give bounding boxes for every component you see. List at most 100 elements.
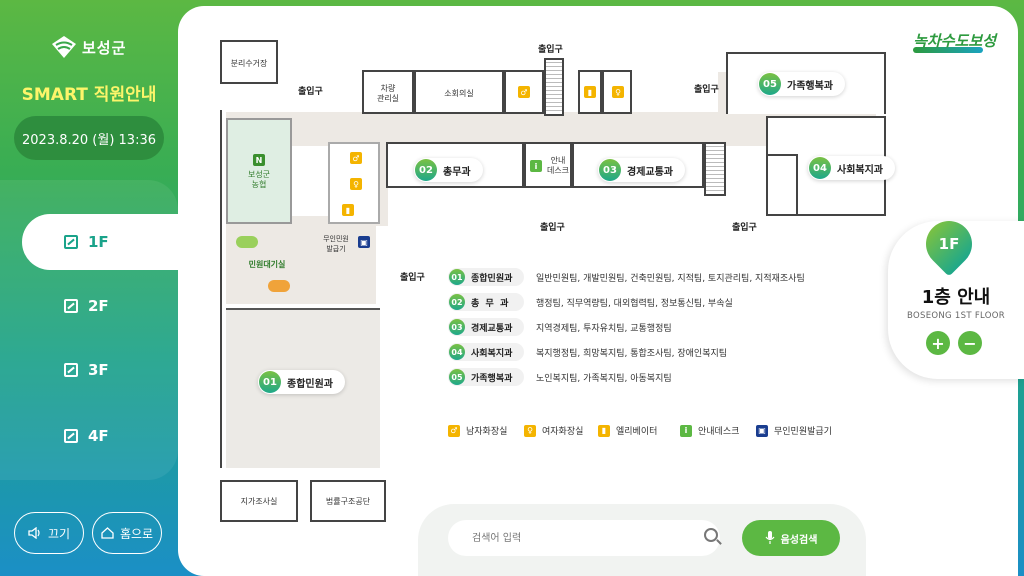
side-room	[766, 154, 798, 216]
legend-teams: 지역경제팀, 투자유치팀, 교통행정팀	[536, 323, 672, 334]
map-icon	[64, 363, 78, 377]
family-happiness-dept-room	[726, 52, 886, 114]
stairs	[704, 142, 726, 196]
zoom-out-button[interactable]: −	[958, 331, 982, 355]
dept-name: 경제교통과	[627, 166, 673, 178]
brand-text: 녹차수도보성	[913, 32, 996, 50]
legend-teams: 행정팀, 직무역량팀, 대외협력팀, 정보통신팀, 부속실	[536, 298, 733, 309]
male-restroom-icon: ♂	[448, 424, 460, 437]
home-icon	[101, 527, 114, 539]
floor-button-4f[interactable]: 4F	[0, 408, 178, 464]
floor-menu: 1F 2F 3F 4F	[0, 180, 182, 480]
elevator-icon: ▮	[598, 424, 610, 437]
meeting-room: 소회의실	[414, 70, 504, 114]
restroom-block: ♂	[504, 70, 544, 114]
floor-label: 1F	[88, 233, 109, 251]
legend-teams: 일반민원팀, 개발민원팀, 건축민원팀, 지적팀, 토지관리팀, 지적재조사팀	[536, 273, 805, 284]
icon-key-female-restroom: ♀ 여자화장실	[524, 424, 583, 437]
info-icon: i	[530, 160, 542, 172]
icon-key-kiosk: ▣ 무인민원발급기	[756, 424, 832, 437]
room-label: 소회의실	[444, 89, 474, 98]
floor-button-1f[interactable]: 1F	[22, 214, 182, 270]
floor-title: 1층 안내	[921, 287, 991, 308]
female-restroom-icon: ♀	[350, 178, 362, 190]
dept-tag-general-affairs[interactable]: 02 총무과	[414, 158, 483, 182]
floor-button-2f[interactable]: 2F	[0, 278, 178, 334]
voice-search-button[interactable]: 음성검색	[742, 520, 840, 556]
map-icon	[64, 235, 78, 249]
floor-button-3f[interactable]: 3F	[0, 342, 178, 398]
zoom-in-button[interactable]: +	[926, 331, 950, 355]
restroom-block: ♀	[602, 70, 632, 114]
legal-aid-room: 법률구조공단	[310, 480, 386, 522]
floor-map: 분리수거장 차량 관리실 소회의실 ♂ ▮ ♀ ♂ ♀	[178, 6, 908, 546]
entrance-label-left: 출입구	[298, 87, 323, 97]
land-survey-room: 지가조사실	[220, 480, 298, 522]
microphone-icon	[765, 531, 775, 544]
floor-label: 3F	[88, 361, 109, 379]
dept-tag-family-happiness[interactable]: 05 가족행복과	[758, 72, 845, 96]
dept-tag-social-welfare[interactable]: 04 사회복지과	[808, 156, 895, 180]
stairs	[544, 58, 564, 116]
icon-key-info-desk: i 안내데스크	[680, 424, 739, 437]
dept-name: 종합민원과	[287, 378, 333, 390]
female-restroom-icon: ♀	[612, 86, 624, 98]
app-title: SMART 직원안내	[21, 85, 157, 105]
dept-tag-economy-transport[interactable]: 03 경제교통과	[598, 158, 685, 182]
room-label: 안내 데스크	[546, 156, 570, 175]
logo-text: 보성군	[82, 38, 127, 57]
dept-name: 총무과	[443, 166, 471, 178]
datetime-display: 2023.8.20 (월) 13:36	[14, 116, 164, 160]
legend-teams: 복지행정팀, 희망복지팀, 통합조사팀, 장애인복지팀	[536, 348, 728, 359]
main-panel: 녹차수도보성 분리수거장 차량 관리실 소회의실 ♂	[178, 6, 1018, 576]
nonghyup-room: N 보성군 농협	[226, 118, 292, 224]
voice-search-label: 음성검색	[780, 534, 818, 546]
boseong-logo: 보성군	[52, 36, 126, 58]
dept-name: 가족행복과	[787, 80, 833, 92]
waiting-sofa	[236, 236, 258, 248]
home-button[interactable]: 홈으로	[92, 512, 162, 554]
floor-subtitle: BOSEONG 1ST FLOOR	[907, 311, 1005, 321]
map-icon	[64, 299, 78, 313]
icon-key-elevator: ▮ 엘리베이터	[598, 424, 657, 437]
kiosk-label: 무인민원 발급기	[323, 235, 349, 253]
kiosk-icon[interactable]: ▣	[358, 236, 370, 248]
waiting-room-label: 민원대기실	[248, 260, 286, 269]
sound-off-button[interactable]: 끄기	[14, 512, 84, 554]
vehicle-room: 차량 관리실	[362, 70, 414, 114]
dept-tag-civil-affairs[interactable]: 01 종합민원과	[258, 370, 345, 394]
entrance-label-east: 출입구	[732, 223, 757, 233]
home-label: 홈으로	[119, 526, 154, 541]
recycle-room: 분리수거장	[220, 40, 278, 84]
female-restroom-icon: ♀	[524, 424, 536, 437]
search-input[interactable]	[448, 520, 720, 556]
kiosk-icon: ▣	[756, 424, 768, 437]
floor-label: 4F	[88, 427, 109, 445]
entrance-label-top: 출입구	[538, 45, 563, 55]
elevator-icon: ▮	[584, 86, 596, 98]
floor-pin-icon: 1F	[916, 211, 982, 277]
male-restroom-icon: ♂	[350, 152, 362, 164]
lobby-area	[226, 216, 376, 304]
room-label: 지가조사실	[240, 497, 278, 506]
waiting-sofa	[268, 280, 290, 292]
search-bar: 음성검색	[418, 504, 866, 576]
dept-name: 사회복지과	[837, 164, 883, 176]
sound-off-label: 끄기	[47, 526, 71, 541]
search-icon[interactable]	[704, 528, 718, 542]
restroom-column: ♂ ♀ ▮	[328, 142, 380, 224]
info-icon: i	[680, 424, 692, 437]
info-desk-room: i 안내 데스크	[524, 142, 572, 188]
icon-key-male-restroom: ♂ 남자화장실	[448, 424, 507, 437]
elevator-icon: ▮	[342, 204, 354, 216]
